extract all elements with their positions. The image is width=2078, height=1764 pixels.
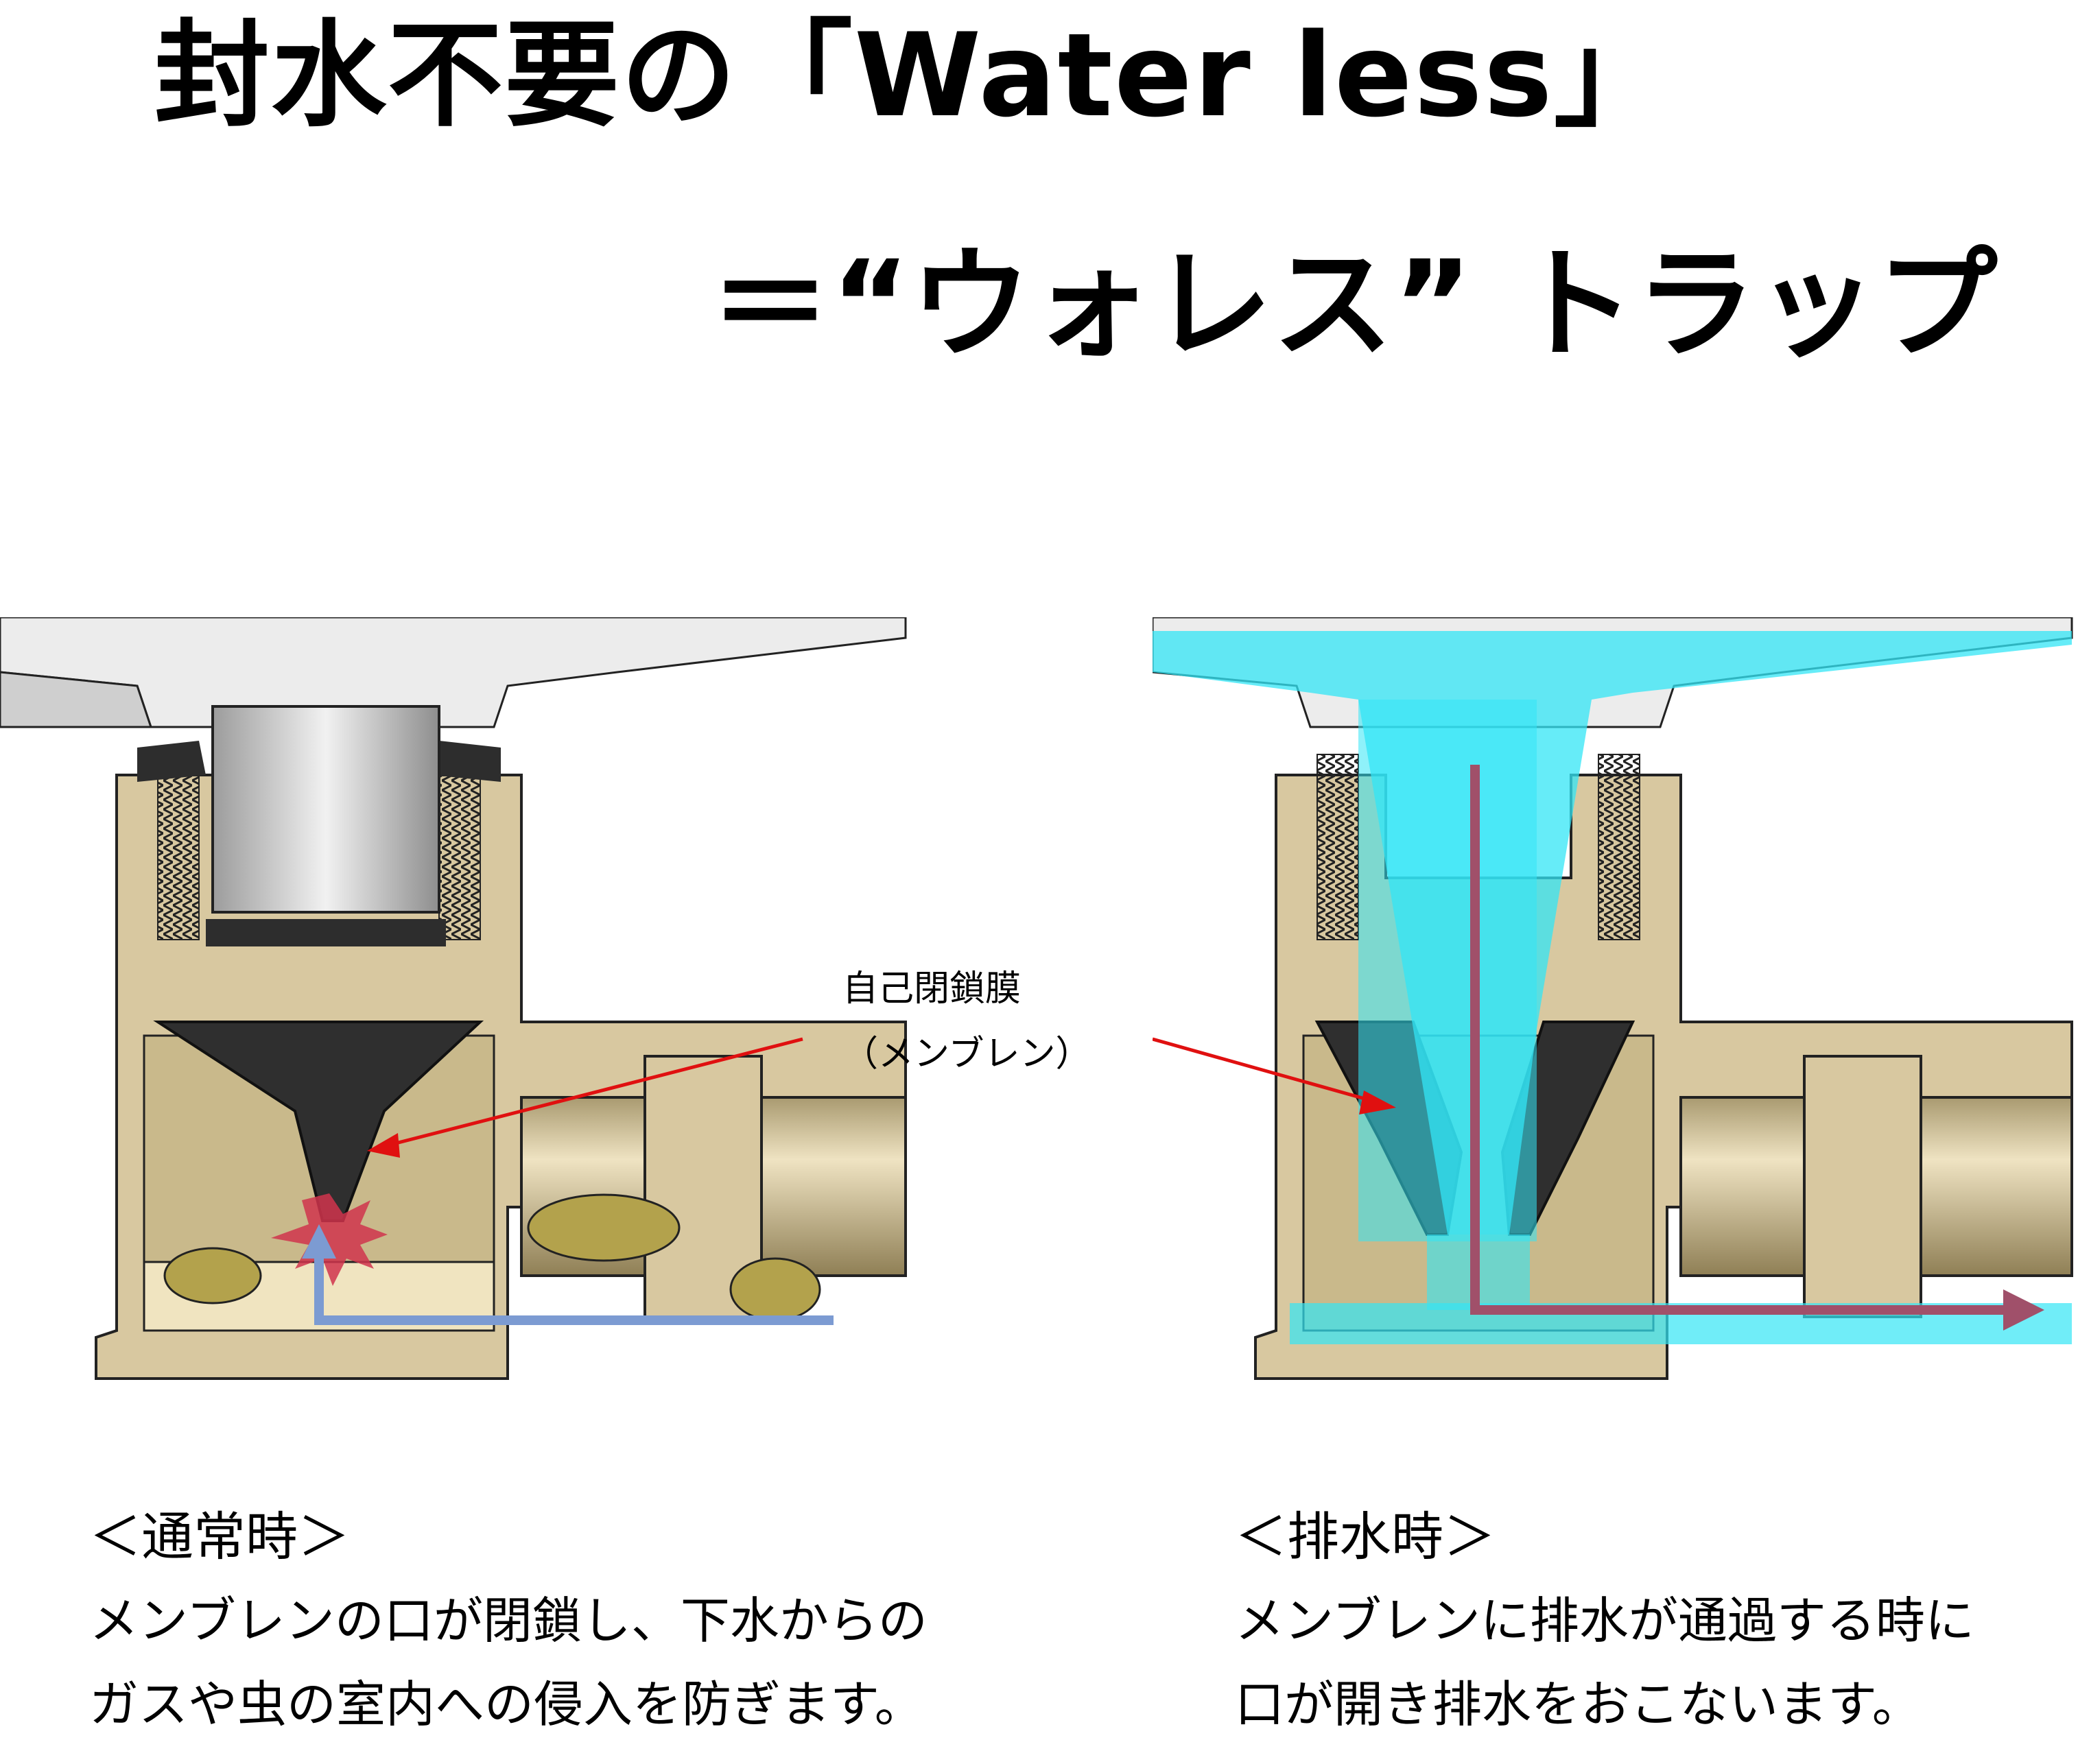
strainer <box>211 705 440 914</box>
gas-flow-arrow <box>314 1255 834 1325</box>
callout-arrow-left <box>387 1037 803 1147</box>
draining-state-caption: ＜排水時＞ メンブレンに排水が通過する時に 口が開き排水をおこないます。 <box>1235 1495 1974 1746</box>
normal-state-heading: ＜通常時＞ <box>89 1506 350 1567</box>
membrane-callout: 自己閉鎖膜 （メンブレン） <box>842 957 1117 1087</box>
normal-state-line-1: メンブレンの口が閉鎖し、下水からの <box>89 1592 928 1649</box>
draining-state-diagram <box>1153 617 2078 1440</box>
draining-state-heading: ＜排水時＞ <box>1235 1506 1496 1567</box>
normal-state-line-2: ガスや虫の室内への侵入を防ぎます。 <box>89 1676 924 1733</box>
drain-flow-arrow <box>1470 765 2010 1315</box>
draining-state-line-1: メンブレンに排水が通過する時に <box>1235 1592 1974 1649</box>
callout-line-1: 自己閉鎖膜 <box>842 968 1022 1010</box>
callout-line-2: （メンブレン） <box>842 1034 1091 1075</box>
normal-state-caption: ＜通常時＞ メンブレンの口が閉鎖し、下水からの ガスや虫の室内への侵入を防ぎます… <box>89 1495 928 1746</box>
callout-arrow-right <box>1153 1037 1373 1103</box>
title-line-1: 封水不要の「Water less」 <box>154 8 1670 143</box>
title-line-2: ＝“ウォレス” トラップ <box>710 235 1998 375</box>
draining-state-line-2: 口が開き排水をおこないます。 <box>1235 1676 1922 1733</box>
normal-state-diagram <box>0 617 912 1440</box>
gas-block-burst <box>271 1193 388 1286</box>
